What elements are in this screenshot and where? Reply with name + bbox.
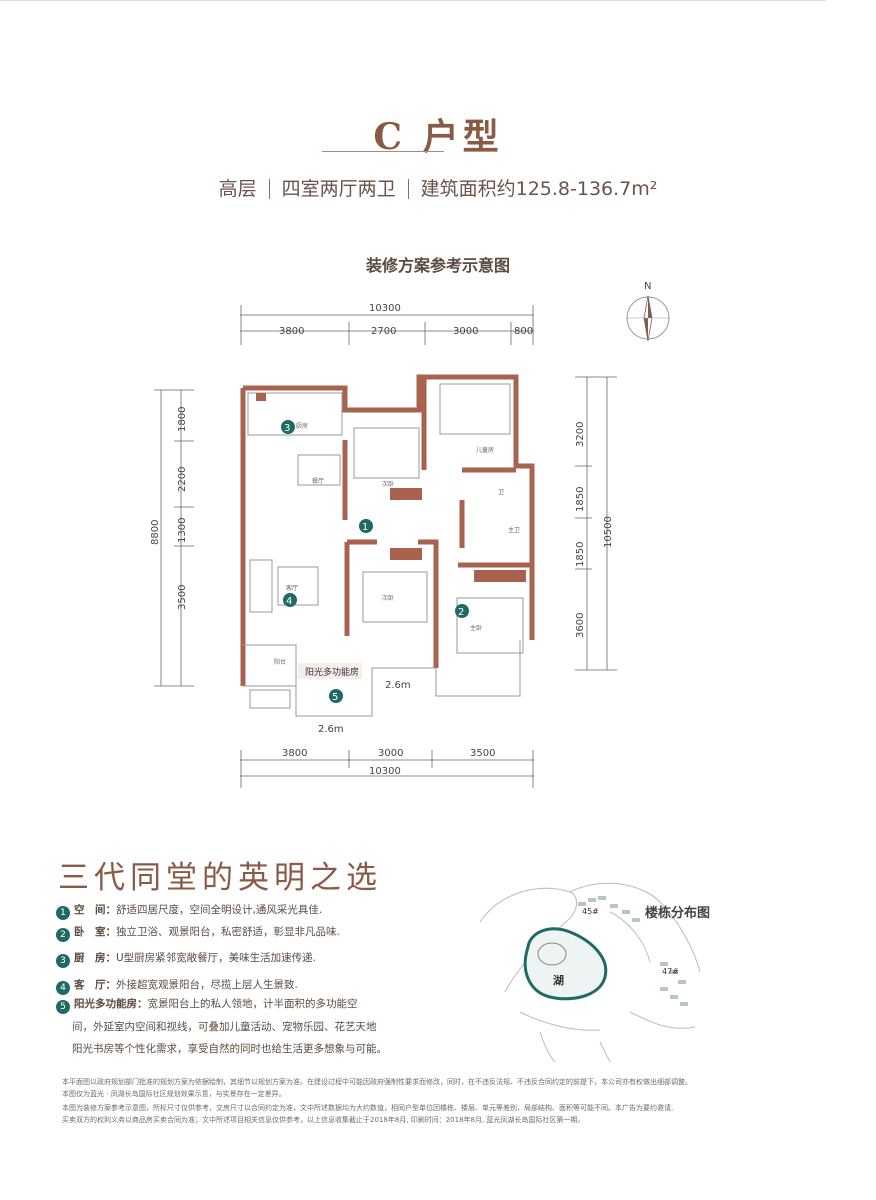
svg-text:1: 1: [362, 522, 368, 533]
svg-text:4: 4: [286, 596, 292, 607]
dim-right-3: 1850: [575, 542, 586, 567]
disclaimer-line: 买卖双方的权利义务以商品房买卖合同为准；文中所述项目相关信息仅供参考，以上信息收…: [62, 1116, 585, 1124]
dim-right-4: 3600: [575, 613, 586, 638]
dim-top-total: 10300: [369, 303, 401, 314]
room-master-bedroom: 主卧: [470, 624, 482, 632]
site-map: 湖 45# 47#: [479, 882, 701, 1062]
room-bath-2: 主卫: [508, 526, 520, 534]
room-kitchen: 厨房: [296, 422, 308, 430]
top-rule: [0, 0, 826, 1]
svg-text:2: 2: [458, 607, 464, 618]
divider: [268, 179, 270, 199]
lake-label: 湖: [553, 973, 564, 987]
building-47: 47#: [662, 967, 679, 976]
plan-title: 装修方案参考示意图: [365, 256, 510, 275]
dim-bottom-2: 3000: [378, 748, 403, 759]
disclaimer-line: 本平面图以政府规划部门批准的规划方案为依据绘制，其细节以规划方案为准。在建设过程…: [62, 1078, 692, 1086]
marker-4: 4: [283, 593, 297, 607]
dim-bottom-3: 3500: [470, 748, 495, 759]
dim-top-4: 800: [514, 326, 533, 337]
building-45: 45#: [582, 907, 599, 916]
room-bath-1: 卫: [498, 489, 504, 496]
room-kids: 儿童房: [476, 446, 494, 454]
dim-top-2: 2700: [371, 326, 396, 337]
slogan: 三代同堂的英明之选: [58, 860, 382, 896]
svg-text:5: 5: [332, 692, 338, 703]
dim-left-4: 3500: [177, 585, 188, 610]
disclaimer-line: 本图仅为蓝光 · 凤湖长岛国际社区规划效果示意，与实景存在一定差异。: [62, 1090, 286, 1098]
marker-2: 2: [455, 604, 469, 618]
sunroom-label: 阳光多功能房: [305, 666, 359, 678]
divider: [407, 179, 409, 199]
area-label: 建筑面积约125.8-136.7m²: [420, 178, 658, 200]
compass-icon: N: [626, 281, 670, 342]
site-map-title: 楼栋分布图: [645, 906, 711, 921]
marker-3: 3: [281, 420, 295, 434]
compass-north: N: [644, 281, 651, 292]
dim-top-3: 3000: [453, 326, 478, 337]
unit-layout: 四室两厅两卫: [281, 178, 396, 200]
disclaimer-line: 本图为装修方案参考示意图，所标尺寸仅供参考，交房尺寸以合同约定为准，文中所述数据…: [62, 1104, 674, 1112]
dim-right-2: 1850: [575, 487, 586, 512]
room-living: 客厅: [286, 584, 298, 592]
balcony-depth-1: 2.6m: [385, 680, 411, 691]
dim-left-total: 8800: [150, 520, 161, 545]
marker-1: 1: [359, 519, 373, 533]
dim-bottom-1: 3800: [282, 748, 307, 759]
feature-continuation: 阳光书房等个性化需求，享受自然的同时也给生活更多想象与可能。: [72, 1043, 387, 1055]
unit-subtitle: 高层 四室两厅两卫 建筑面积约125.8-136.7m²: [0, 174, 876, 201]
room-dining: 餐厅: [312, 477, 324, 485]
dim-left-1: 1800: [177, 407, 188, 432]
svg-text:3: 3: [284, 423, 290, 434]
balcony-depth-2: 2.6m: [318, 724, 344, 735]
dim-left-3: 1300: [177, 518, 188, 543]
dim-right-1: 3200: [575, 422, 586, 447]
marker-5: 5: [329, 689, 343, 703]
room-second-bedroom-2: 次卧: [382, 594, 394, 602]
feature-continuation: 间，外延室内空间和视线，可叠加儿童活动、宠物乐园、花艺天地: [72, 1021, 377, 1033]
floor-plan: N 10300 3800 2700 3000 800 3800 3000: [150, 281, 670, 788]
floor-type: 高层: [218, 178, 257, 200]
title-underline: [322, 151, 444, 152]
dim-bottom-total: 10300: [369, 766, 401, 777]
room-second-bedroom-1: 次卧: [382, 480, 394, 488]
dim-top-1: 3800: [279, 326, 304, 337]
dim-left-2: 2200: [177, 467, 188, 492]
room-balcony: 阳台: [274, 658, 286, 666]
lake: [523, 927, 608, 1001]
dim-right-total: 10500: [603, 516, 614, 548]
